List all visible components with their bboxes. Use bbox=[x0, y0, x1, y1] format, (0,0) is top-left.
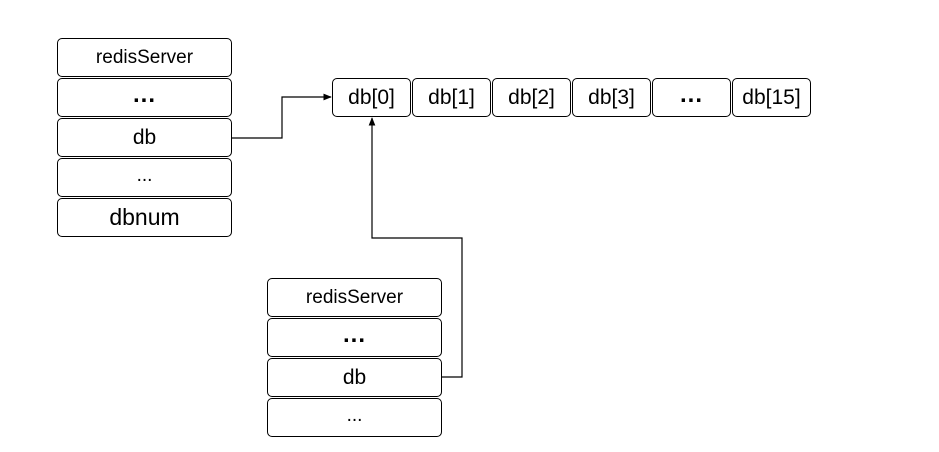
connector-a-db-to-array bbox=[232, 93, 332, 139]
server-a-field-db: db bbox=[57, 118, 232, 157]
server-b-field-db: db bbox=[267, 358, 442, 397]
server-a-field-redisserver: redisServer bbox=[57, 38, 232, 77]
connector-b-db-to-array bbox=[368, 117, 463, 378]
server-b-field-ellipsis-2: ... bbox=[267, 398, 442, 437]
db-array-cell-3: db[3] bbox=[572, 78, 651, 117]
db-array-cell-2: db[2] bbox=[492, 78, 571, 117]
db-array-cell-15: db[15] bbox=[732, 78, 811, 117]
db-array-cell-ellipsis: ... bbox=[652, 78, 731, 117]
server-a-field-ellipsis-1: ... bbox=[57, 78, 232, 117]
server-a-field-dbnum: dbnum bbox=[57, 198, 232, 237]
db-array-cell-0: db[0] bbox=[332, 78, 411, 117]
server-b-field-redisserver: redisServer bbox=[267, 278, 442, 317]
server-a-field-ellipsis-2: ... bbox=[57, 158, 232, 197]
db-array-cell-1: db[1] bbox=[412, 78, 491, 117]
server-b-field-ellipsis-1: ... bbox=[267, 318, 442, 357]
